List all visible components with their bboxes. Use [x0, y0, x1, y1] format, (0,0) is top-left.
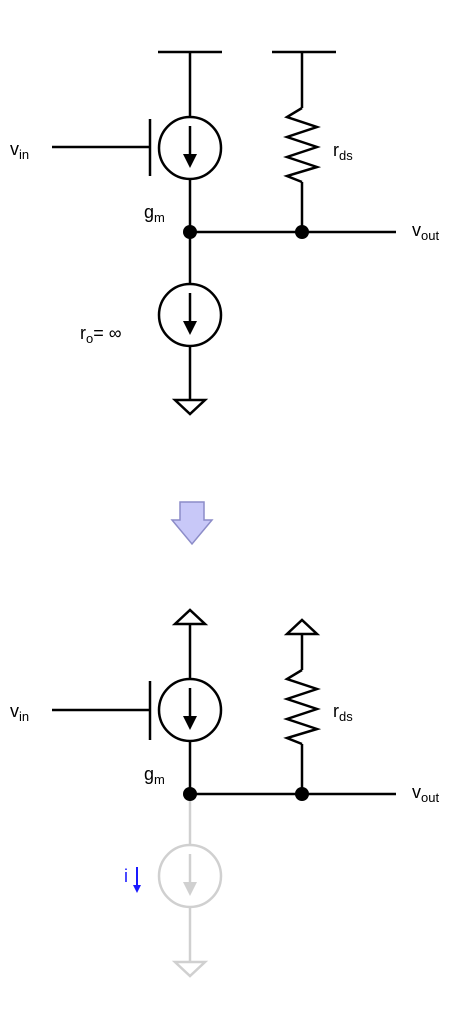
bottom-vin-label: vin	[10, 701, 29, 724]
top-vin-label: vin	[10, 139, 29, 162]
top-circuit	[52, 50, 396, 416]
bottom-node-gm	[183, 787, 197, 801]
bottom-faded-branch	[157, 794, 223, 978]
down-arrow-icon	[170, 501, 214, 546]
bottom-circuit	[52, 608, 396, 796]
bottom-node-out	[295, 787, 309, 801]
top-vout-label: vout	[412, 220, 439, 243]
bottom-rds-label: rds	[333, 701, 353, 724]
bottom-supply-ground-left-icon	[171, 608, 209, 626]
top-rds-resistor	[283, 106, 322, 184]
top-rds-label: rds	[333, 140, 353, 163]
bottom-faded-ground-icon	[171, 960, 209, 978]
top-node-gm	[183, 225, 197, 239]
top-node-out	[295, 225, 309, 239]
bottom-rds-resistor	[283, 668, 322, 746]
bottom-gm-label: gm	[144, 764, 165, 787]
bottom-vout-label: vout	[412, 782, 439, 805]
top-m1-current-arrow-head-icon	[183, 154, 197, 168]
top-gm-label: gm	[144, 202, 165, 225]
bottom-supply-ground-right-icon	[283, 618, 321, 636]
top-ground-icon	[171, 398, 209, 416]
bottom-faded-arrow-head-icon	[183, 882, 197, 896]
bottom-current-label: i	[124, 866, 128, 886]
bottom-m1-current-arrow-head-icon	[183, 716, 197, 730]
top-ro-label: ro= ∞	[80, 323, 122, 346]
top-ro-current-arrow-head-icon	[183, 321, 197, 335]
